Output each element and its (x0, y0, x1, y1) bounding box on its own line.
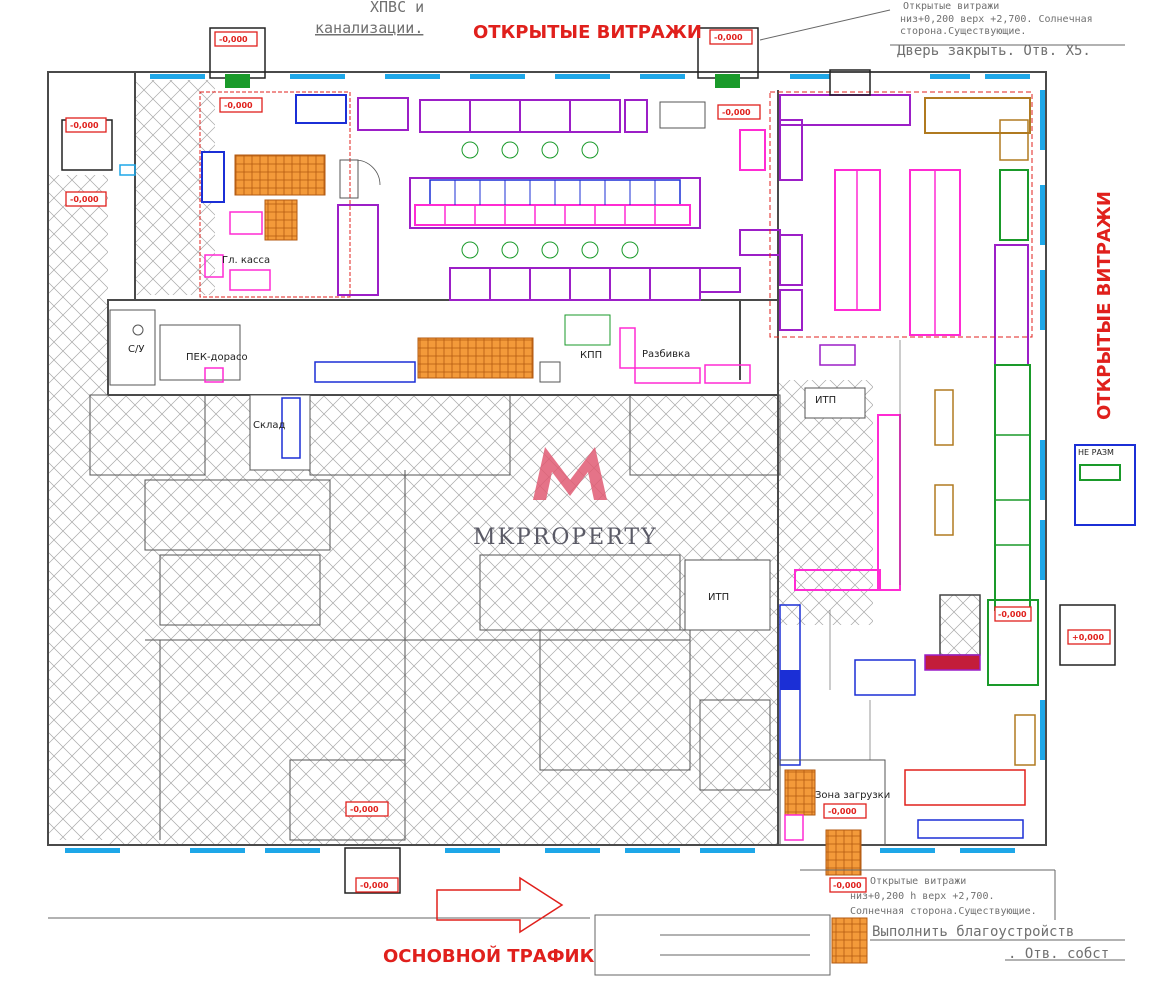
level-marks: -0,000 -0,000 -0,000 -0,000 -0,000 -0,00… (65, 29, 1111, 893)
room-cash-label: Гл. касса (222, 255, 270, 266)
plants (461, 141, 639, 259)
room-wc-label: С/У (128, 344, 144, 355)
room-itp-1-label: ИТП (815, 395, 836, 406)
level-mark: -0,000 (833, 881, 862, 890)
hatched-zones (48, 80, 873, 845)
note-windows-bottom-3: Солнечная сторона.Существующие. (850, 906, 1037, 917)
level-mark: -0,000 (350, 805, 379, 814)
note-windows-top-1: Открытые витражи (903, 1, 999, 12)
title-open-windows-top: ОТКРЫТЫЕ ВИТРАЖИ (473, 22, 702, 43)
windows-top (150, 74, 1030, 79)
note-windows-top-2: низ+0,200 верх +2,700. Солнечная (900, 14, 1093, 25)
outside-sign-label: НЕ РАЗМ (1078, 448, 1114, 457)
shelf-row-lower (449, 267, 741, 301)
room-razbivka-label: Разбивка (642, 349, 690, 360)
mkproperty-logo: MKPROPERTY (473, 447, 658, 550)
outside-sign (1074, 444, 1136, 526)
level-mark: -0,000 (998, 610, 1027, 619)
level-mark: -0,000 (722, 108, 751, 117)
loading-zone (779, 594, 1039, 964)
level-mark: -0,000 (360, 881, 389, 890)
level-mark: -0,000 (70, 195, 99, 204)
fridge-row-upper (409, 177, 701, 229)
level-mark: -0,000 (224, 101, 253, 110)
hatched-walls (89, 387, 866, 841)
windows-right (1040, 90, 1045, 760)
room-itp-2-label: ИТП (708, 592, 729, 603)
dimension-lines (829, 340, 901, 760)
level-mark: -0,000 (828, 807, 857, 816)
room-loading-label: Зона загрузки (815, 790, 890, 801)
note-sewer-label: канализации. (315, 19, 423, 37)
room-kpp-label: КПП (580, 350, 602, 361)
traffic-arrow (436, 876, 564, 934)
door-green (225, 74, 740, 88)
level-mark: -0,000 (714, 33, 743, 42)
title-main-traffic: ОСНОВНОЙ ТРАФИК (383, 945, 595, 967)
note-owner-resp: . Отв. собст (1008, 946, 1109, 962)
level-mark: +0,000 (1072, 633, 1104, 642)
note-hvs-label: ХПВС и (370, 0, 424, 16)
title-open-windows-right: ОТКРЫТЫЕ ВИТРАЖИ (1094, 191, 1115, 420)
middle-strip (109, 309, 751, 471)
note-door-close: Дверь закрыть. Отв. X5. (897, 43, 1091, 59)
top-shelf-row (419, 99, 706, 133)
note-windows-top-3: сторона.Существующие. (900, 26, 1026, 37)
room-pek-label: ПЕК-дорасо (186, 352, 248, 363)
note-landscaping: Выполнить благоустройств (872, 924, 1074, 940)
note-windows-bottom-1: Открытые витражи (870, 876, 966, 887)
level-mark: -0,000 (70, 121, 99, 130)
level-mark: -0,000 (219, 35, 248, 44)
windows-bottom (65, 848, 1015, 853)
sales-zone-outline (769, 91, 1033, 338)
note-windows-bottom-2: низ+0,200 h верх +2,700. (850, 891, 995, 902)
outside-lines (48, 9, 1125, 976)
room-storage-label: Склад (253, 420, 286, 431)
cash-office-zone (199, 91, 409, 298)
logo-text: MKPROPERTY (473, 525, 658, 550)
